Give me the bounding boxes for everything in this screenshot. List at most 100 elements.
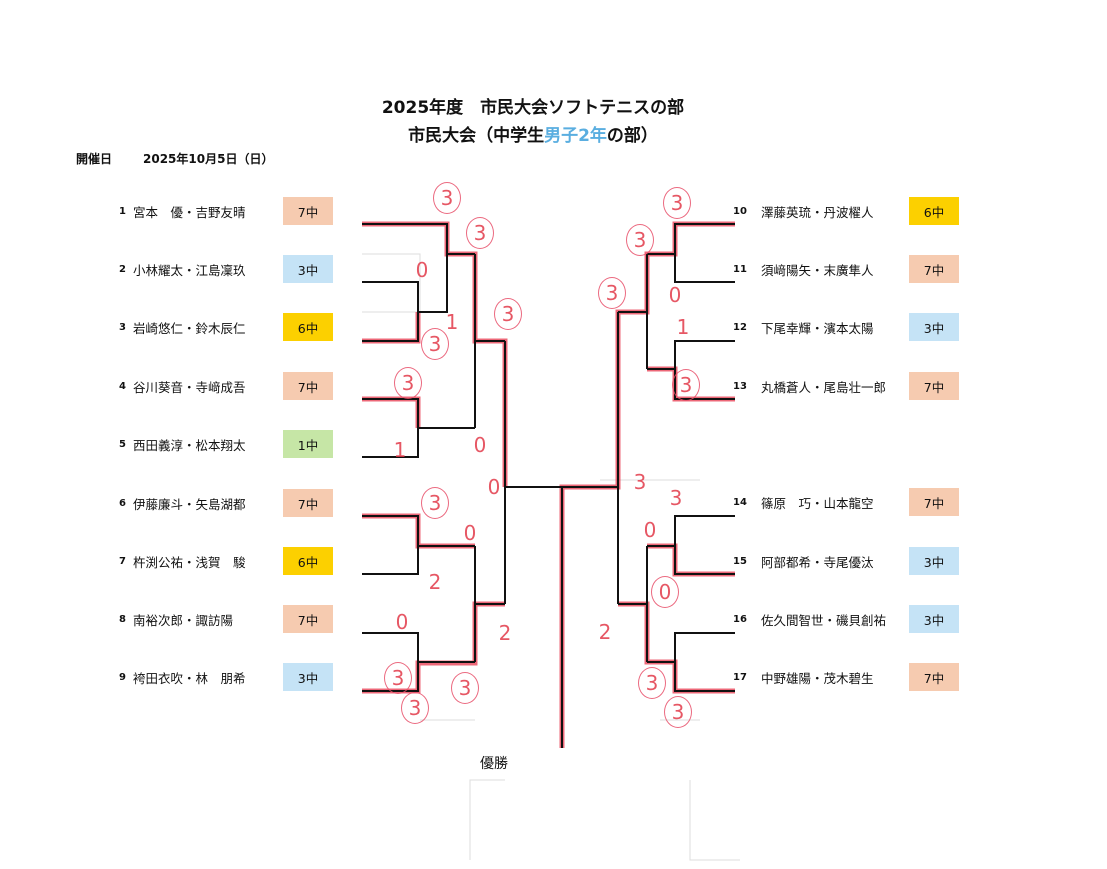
entry-pair-names: 袴田衣吹・林 朋希 [133,670,246,686]
match-score: 0 [463,521,477,545]
school-badge: 7中 [909,488,959,516]
entry-pair-names: 篠原 巧・山本龍空 [761,495,874,511]
school-badge: 7中 [283,197,333,225]
entry-number: 2 [119,263,126,275]
match-score: 2 [428,570,442,594]
entry-pair-names: 佐久間智世・磯貝創祐 [761,612,887,628]
match-score: 3 [433,182,461,214]
entry-row: 10 澤藤英琉・丹波櫂人 6中 [733,197,959,225]
match-score: 3 [633,470,647,494]
entry-row: 15 阿部都希・寺尾優汰 3中 [733,547,959,575]
match-score: 3 [663,187,691,219]
entry-number: 17 [733,671,747,683]
title-line-2: 市民大会（中学生男子2年の部） [0,121,1066,146]
entry-number: 10 [733,205,747,217]
match-score: 3 [494,298,522,330]
match-score: 0 [668,283,682,307]
match-score: 0 [473,433,487,457]
entry-number: 15 [733,555,747,567]
school-badge: 3中 [283,255,333,283]
match-score: 3 [421,487,449,519]
match-score: 3 [394,367,422,399]
entry-row: 14 篠原 巧・山本龍空 7中 [733,488,959,516]
entry-pair-names: 須﨑陽矢・末廣隼人 [761,262,874,278]
match-score: 3 [401,692,429,724]
entry-pair-names: 杵渕公祐・浅賀 駿 [133,554,246,570]
entry-pair-names: 伊藤廉斗・矢島湖都 [133,496,246,512]
entry-row: 7 杵渕公祐・浅賀 駿 6中 [119,547,333,575]
school-badge: 3中 [283,663,333,691]
bracket-structure [362,223,735,748]
entry-number: 11 [733,263,747,275]
entry-number: 1 [119,205,126,217]
match-score: 3 [669,486,683,510]
entry-pair-names: 西田義淳・松本翔太 [133,437,246,453]
champion-label: 優勝 [480,756,508,772]
school-badge: 7中 [909,255,959,283]
match-score: 0 [643,518,657,542]
school-badge: 1中 [283,430,333,458]
school-badge: 7中 [283,489,333,517]
entry-row: 11 須﨑陽矢・末廣隼人 7中 [733,255,959,283]
title-category: 男子2年 [544,126,607,146]
school-badge: 7中 [283,372,333,400]
show-through-lines [362,253,740,861]
match-score: 1 [393,438,407,462]
title-line-1: 2025年度 市民大会ソフトテニスの部 [381,98,685,118]
entry-pair-names: 宮本 優・吉野友晴 [133,204,246,220]
match-score: 1 [676,315,690,339]
entry-row: 9 袴田衣吹・林 朋希 3中 [119,663,333,691]
entry-pair-names: 岩崎悠仁・鈴木辰仁 [133,320,246,336]
entry-number: 5 [119,438,126,450]
title-part: の部） [606,126,658,146]
school-badge: 6中 [283,547,333,575]
match-score: 0 [395,610,409,634]
entry-number: 8 [119,613,126,625]
entry-number: 12 [733,321,747,333]
entry-row: 17 中野雄陽・茂木碧生 7中 [733,663,959,691]
entry-number: 7 [119,555,126,567]
match-score: 2 [498,621,512,645]
entry-pair-names: 下尾幸輝・濱本太陽 [761,320,874,336]
match-score: 3 [664,696,692,728]
match-score: 3 [638,667,666,699]
entry-row: 1 宮本 優・吉野友晴 7中 [119,197,333,225]
school-badge: 6中 [909,197,959,225]
school-badge: 7中 [909,663,959,691]
entry-row: 5 西田義淳・松本翔太 1中 [119,430,333,458]
date-label: 開催日 [76,152,113,166]
entry-number: 16 [733,613,747,625]
match-score: 3 [384,662,412,694]
match-score: 3 [466,217,494,249]
entry-number: 6 [119,497,126,509]
entry-pair-names: 中野雄陽・茂木碧生 [761,670,874,686]
entry-row: 16 佐久間智世・磯貝創祐 3中 [733,605,959,633]
match-score: 0 [487,475,501,499]
match-score: 3 [672,369,700,401]
match-score: 1 [445,310,459,334]
match-score: 3 [626,224,654,256]
entry-pair-names: 谷川葵音・寺﨑成吾 [133,379,246,395]
match-score: 3 [451,672,479,704]
school-badge: 7中 [909,372,959,400]
entry-pair-names: 澤藤英琉・丹波櫂人 [761,204,874,220]
school-badge: 7中 [283,605,333,633]
entry-row: 6 伊藤廉斗・矢島湖都 7中 [119,489,333,517]
match-score: 0 [651,576,679,608]
school-badge: 3中 [909,547,959,575]
entry-number: 14 [733,496,747,508]
date-value: 2025年10月5日（日） [143,152,274,166]
entry-pair-names: 小林耀太・江島凜玖 [133,262,246,278]
match-score: 0 [415,258,429,282]
match-score: 2 [598,620,612,644]
entry-number: 9 [119,671,126,683]
entry-pair-names: 丸橋蒼人・尾島壮一郎 [761,379,887,395]
school-badge: 3中 [909,605,959,633]
entry-pair-names: 阿部都希・寺尾優汰 [761,554,874,570]
